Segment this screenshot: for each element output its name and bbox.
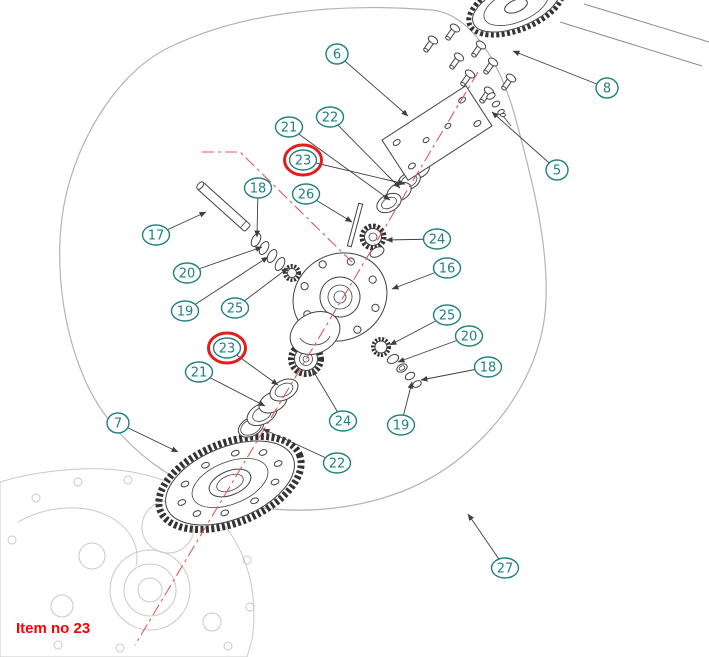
detail-bubble-outline — [59, 7, 547, 511]
balloon — [595, 77, 619, 99]
callout-6[interactable]: 6 — [325, 43, 409, 117]
balloon-label: 27 — [497, 562, 514, 577]
balloon — [291, 183, 321, 205]
housing-ghost-drawing — [0, 468, 255, 657]
leader-line — [288, 126, 391, 201]
balloon-label: 16 — [439, 262, 456, 277]
balloon — [386, 414, 416, 436]
balloon — [422, 228, 452, 250]
lock-pin-drawing — [346, 202, 364, 248]
highlight-circle — [207, 331, 247, 365]
callout-22[interactable]: 22 — [315, 106, 401, 189]
callout-25[interactable]: 25 — [389, 304, 462, 346]
balloon — [490, 557, 520, 579]
callout-7[interactable]: 7 — [106, 412, 179, 453]
balloon — [432, 257, 462, 279]
corner-shaft-lines — [559, 3, 709, 67]
balloon-label: 18 — [250, 182, 267, 197]
balloon — [170, 300, 200, 322]
balloon-label: 8 — [603, 82, 611, 97]
right-small-washers-drawing — [371, 337, 422, 388]
balloon-label: 7 — [114, 417, 122, 432]
balloon — [328, 410, 358, 432]
leader-line — [329, 116, 401, 189]
callout-26[interactable]: 26 — [291, 183, 353, 223]
callout-24[interactable]: 24 — [311, 368, 358, 432]
highlight-circle — [283, 143, 323, 177]
upper-pinion-gear-drawing — [359, 223, 387, 258]
caption-item-no: Item no 23 — [16, 620, 91, 637]
leader-line — [336, 53, 409, 117]
callout-19[interactable]: 19 — [170, 256, 269, 322]
screw-washer-set-drawing — [486, 92, 512, 127]
balloon-label: 18 — [480, 361, 497, 376]
callout-21[interactable]: 21 — [274, 116, 391, 201]
balloon-label: 21 — [281, 121, 298, 136]
leader-line — [262, 428, 338, 464]
balloon-label: 20 — [461, 330, 478, 345]
balloon — [106, 412, 130, 434]
balloon-label: 5 — [553, 164, 561, 179]
callout-23[interactable]: 23 — [207, 331, 279, 386]
balloon-label: 6 — [333, 48, 341, 63]
balloon-label: 19 — [177, 305, 194, 320]
left-small-washers-drawing — [250, 233, 301, 282]
leader-line — [512, 50, 608, 89]
callout-23[interactable]: 23 — [283, 143, 406, 186]
balloon — [454, 325, 484, 347]
balloon — [172, 262, 202, 284]
callout-layer: 6 8 5 22 21 23 26 18 17 20 19 25 24 16 25 20 18 19 23 21 24 2… — [106, 43, 619, 579]
callout-22[interactable]: 22 — [262, 428, 352, 474]
partial-top-gear-drawing — [466, 0, 566, 38]
callout-5[interactable]: 5 — [491, 111, 569, 181]
leader-line — [302, 159, 406, 186]
callout-27[interactable]: 27 — [467, 513, 520, 579]
callout-25[interactable]: 25 — [220, 267, 289, 319]
balloon — [243, 177, 273, 199]
ring-gear-drawing — [155, 432, 305, 534]
balloon — [545, 159, 569, 181]
balloon-label: 23 — [219, 342, 236, 357]
callout-18[interactable]: 18 — [243, 177, 273, 238]
balloon — [212, 337, 242, 359]
balloon-label: 20 — [179, 267, 196, 282]
callout-21[interactable]: 21 — [184, 361, 266, 407]
balloon — [274, 116, 304, 138]
balloon-label: 23 — [295, 154, 312, 169]
callout-19[interactable]: 19 — [386, 381, 416, 436]
balloon — [473, 356, 503, 378]
balloon-label: 26 — [298, 188, 315, 203]
balloon-label: 24 — [429, 233, 446, 248]
callout-18[interactable]: 18 — [420, 356, 503, 382]
balloon-label: 24 — [335, 415, 352, 430]
balloon — [315, 106, 345, 128]
case-cage-drawing — [289, 311, 341, 355]
balloon — [322, 452, 352, 474]
cross-shaft-drawing — [196, 181, 251, 232]
callout-24[interactable]: 24 — [385, 228, 452, 250]
callout-20[interactable]: 20 — [172, 246, 263, 284]
callout-20[interactable]: 20 — [397, 325, 484, 363]
leader-line — [184, 256, 269, 312]
balloon-label: 25 — [439, 309, 456, 324]
balloon — [325, 43, 349, 65]
balloon — [288, 149, 318, 171]
balloon — [184, 361, 214, 383]
balloon — [220, 297, 250, 319]
callout-8[interactable]: 8 — [512, 50, 619, 99]
balloon-label: 19 — [393, 419, 410, 434]
centerlines — [134, 71, 479, 646]
balloon-label: 22 — [329, 457, 346, 472]
balloon — [432, 304, 462, 326]
balloon-label: 22 — [322, 111, 339, 126]
callout-17[interactable]: 17 — [141, 211, 207, 246]
balloon-label: 25 — [227, 302, 244, 317]
balloon — [141, 224, 171, 246]
callout-16[interactable]: 16 — [391, 257, 462, 290]
balloon-label: 17 — [148, 229, 165, 244]
leader-line — [491, 111, 558, 171]
mounting-plate-drawing — [381, 84, 493, 182]
balloon-label: 21 — [191, 366, 208, 381]
